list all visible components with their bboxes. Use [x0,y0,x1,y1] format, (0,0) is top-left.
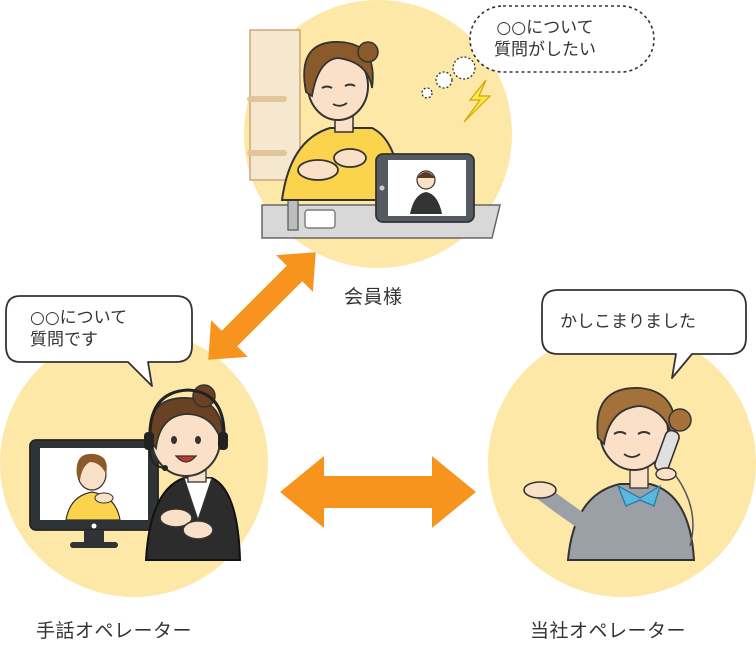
member-hand [298,160,338,180]
sign-operator-hand [183,521,213,539]
sign-operator-bubble-line1: ○○について [30,307,127,329]
company-operator-hair-bun [669,409,691,431]
monitor-neck [84,530,104,544]
arrow-signoperator-company [280,456,476,528]
thought-dot [422,88,432,98]
sign-operator-hair-bun [193,385,215,407]
member-bubble-text: ○○について 質問がしたい [494,17,596,61]
sign-operator-label: 手話オペレーター [36,616,192,643]
kitchen-cabinet [250,30,300,180]
cabinet-handle [247,96,287,102]
member-label: 会員様 [344,282,403,309]
cabinet-handle [247,150,287,156]
company-operator-bubble-text: かしこまりました [560,311,696,333]
monitor-member-hand [95,493,113,503]
company-operator-phone-hand [656,468,676,480]
sign-operator-eye [195,436,201,444]
company-operator-node [488,290,756,597]
sign-operator-bubble-line2: 質問です [30,329,127,351]
company-operator-hand [524,482,556,498]
company-operator-bubble-line1: かしこまりました [560,311,696,333]
member-bubble-line2: 質問がしたい [494,39,596,61]
monitor-stand [70,542,118,548]
company-operator-label: 当社オペレーター [530,616,686,643]
headset-mic [162,465,168,471]
sign-operator-eye [171,436,177,444]
headset-earpiece [144,432,154,450]
monitor-power-button [92,524,97,529]
member-bubble-line1: ○○について [494,17,596,39]
thought-dot [453,57,475,79]
thought-dot [436,72,452,88]
member-hand [334,149,366,167]
sign-operator-bubble-text: ○○について 質問です [30,307,127,351]
tablet-button [380,186,385,191]
cup [305,210,335,228]
headset-earpiece [218,432,228,450]
arrow-member-signoperator [190,234,334,378]
member-hair-bun [358,42,378,62]
